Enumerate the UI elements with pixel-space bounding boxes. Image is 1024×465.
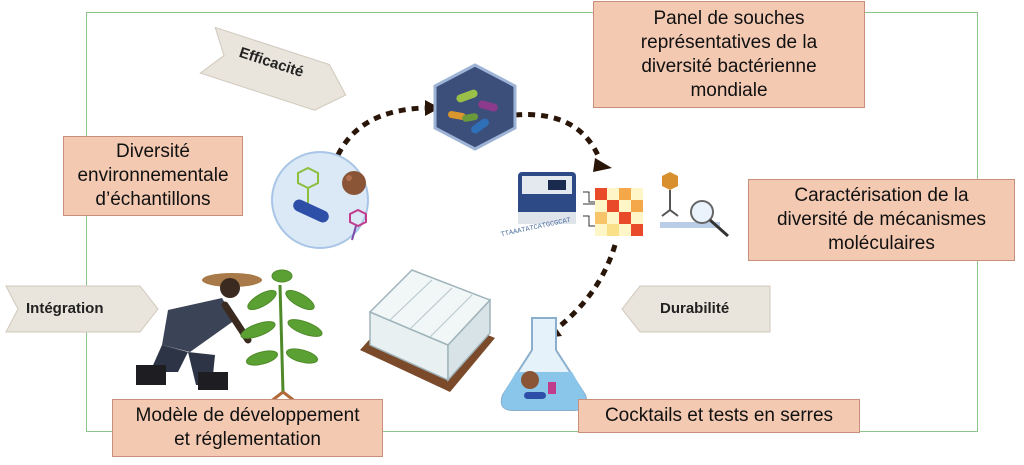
- diversite-box: Diversité environnementale d’échantillon…: [63, 136, 243, 216]
- environment-circle-icon: [271, 151, 369, 249]
- cycle-arrow-1: [335, 105, 426, 157]
- cocktails-box: Cocktails et tests en serres: [578, 399, 860, 433]
- efficacite-arrow: [199, 26, 347, 111]
- cycle-arrow-3: [553, 244, 618, 332]
- integration-label: Intégration: [26, 300, 104, 317]
- durabilite-label: Durabilité: [660, 300, 730, 317]
- caracterisation-box: Caractérisation de la diversité de mécan…: [748, 179, 1015, 261]
- heatmap-icon: [583, 188, 643, 236]
- phage-magnifier-icon: [660, 172, 729, 238]
- modele-box: Modèle de développement et réglementatio…: [112, 399, 383, 457]
- farmer-icon: [136, 273, 262, 390]
- plant-icon: [240, 269, 323, 404]
- sequencer-icon: [518, 172, 576, 224]
- greenhouse-icon: [360, 269, 495, 392]
- flask-icon: [500, 317, 588, 411]
- bacteria-hexagon-icon: [433, 63, 517, 151]
- integration-arrow: [5, 285, 159, 333]
- durabilite-arrow: [621, 285, 771, 333]
- cycle-arrowhead-1: [425, 100, 440, 116]
- panel-box: Panel de souches représentatives de la d…: [593, 1, 865, 108]
- cycle-arrow-2: [514, 112, 603, 161]
- cycle-arrowhead-2: [593, 158, 612, 172]
- cycle-arrows: [335, 105, 618, 332]
